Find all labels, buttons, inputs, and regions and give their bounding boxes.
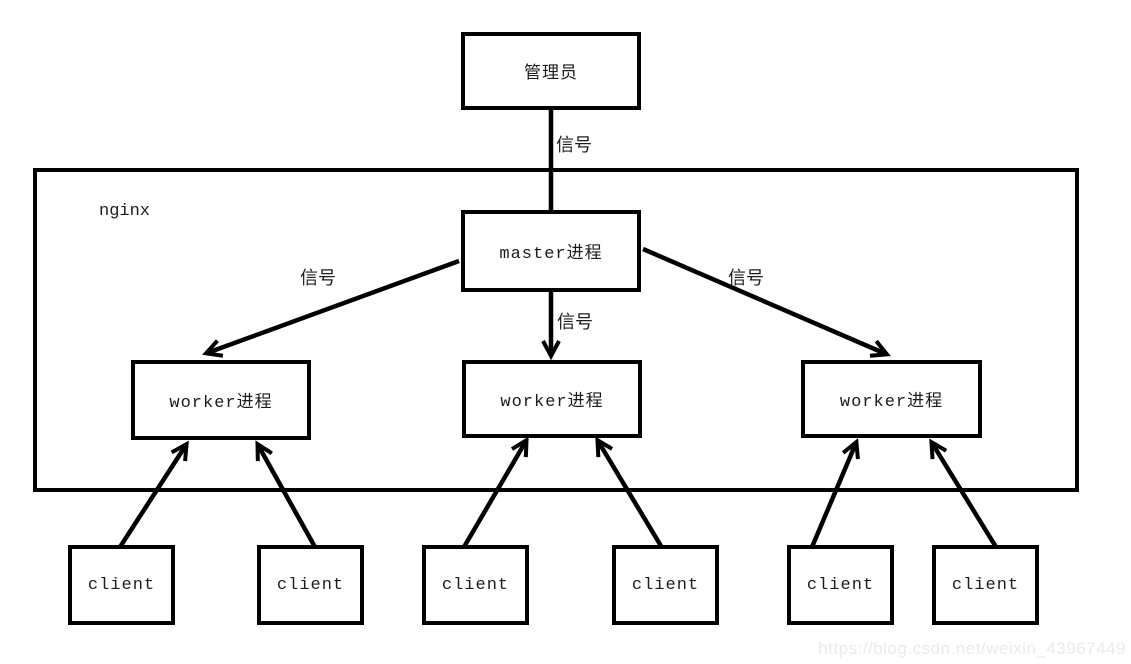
client-label: client	[631, 575, 700, 595]
master-process-box: master进程	[461, 210, 641, 292]
edge-label-master-to-worker-right: 信号	[728, 270, 764, 290]
client-label: client	[276, 575, 345, 595]
client-box-1: client	[68, 545, 175, 625]
edge-master-to-worker-left	[202, 258, 460, 358]
client-box-3: client	[422, 545, 529, 625]
csdn-watermark: https://blog.csdn.net/weixin_43967449	[818, 639, 1126, 658]
client-label: client	[951, 575, 1020, 595]
worker-process-label: worker进程	[839, 393, 944, 412]
master-process-label: master进程	[499, 245, 603, 264]
worker-process-label: worker进程	[500, 393, 604, 412]
client-box-6: client	[932, 545, 1039, 625]
worker-process-box-right: worker进程	[801, 360, 982, 438]
edge-client6-to-worker-right	[929, 438, 998, 549]
client-box-2: client	[257, 545, 364, 625]
worker-process-box-left: worker进程	[131, 360, 311, 440]
edge-client1-to-worker-left	[118, 440, 189, 549]
edge-label-master-to-worker-middle: 信号	[557, 314, 593, 334]
client-box-5: client	[787, 545, 894, 625]
client-label: client	[441, 575, 510, 595]
nginx-container-box: nginx	[33, 168, 1079, 492]
edge-master-to-worker-right	[642, 246, 891, 358]
client-box-4: client	[612, 545, 719, 625]
edge-label-master-to-worker-left: 信号	[300, 270, 336, 290]
client-label: client	[806, 575, 875, 595]
nginx-container-label: nginx	[99, 202, 151, 221]
edge-client3-to-worker-middle	[462, 436, 529, 549]
edge-label-admin-to-master: 信号	[556, 137, 592, 157]
edge-client5-to-worker-right	[809, 438, 860, 548]
worker-process-box-middle: worker进程	[462, 360, 642, 438]
client-label: client	[87, 575, 156, 595]
edge-client2-to-worker-left	[255, 440, 317, 549]
admin-node-box: 管理员	[461, 32, 641, 110]
edge-client4-to-worker-middle	[595, 436, 663, 548]
admin-node-label: 管理员	[524, 65, 578, 84]
worker-process-label: worker进程	[169, 394, 273, 413]
